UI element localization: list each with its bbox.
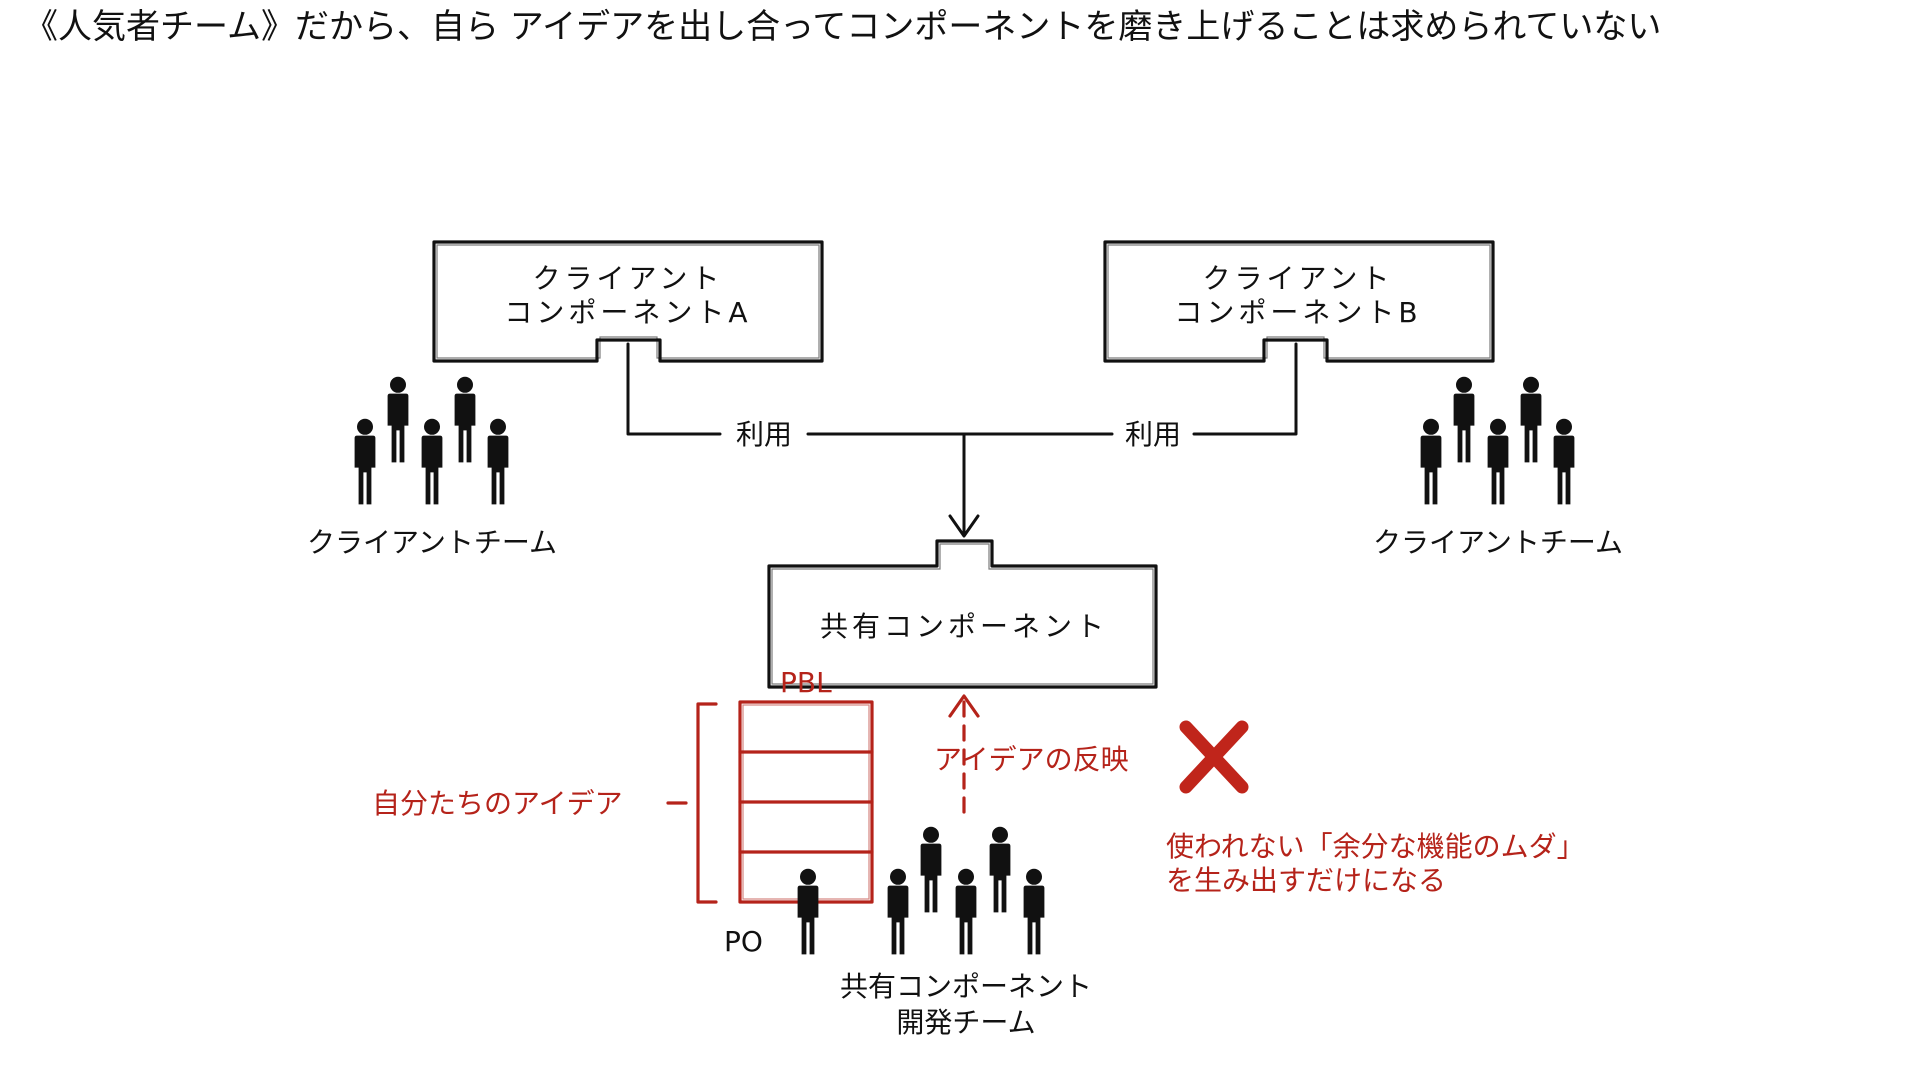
client-team-b-label: クライアントチーム	[1373, 526, 1623, 559]
shared-component-label: 共有コンポーネント	[820, 610, 1108, 643]
person-icon	[1453, 376, 1475, 463]
product-backlog: PBL	[738, 666, 874, 904]
person-icon	[1023, 868, 1045, 955]
client-team-b-people	[1420, 376, 1575, 505]
client-component-b-line2: コンポーネントB	[1174, 296, 1421, 329]
person-icon	[354, 418, 376, 505]
usage-label-left: 利用	[736, 418, 792, 451]
shared-team-line2: 開発チーム	[896, 1006, 1035, 1039]
person-icon	[1520, 376, 1542, 463]
product-owner-icon	[797, 868, 819, 955]
cross-mark-icon	[1179, 720, 1249, 794]
person-icon	[1420, 418, 1442, 505]
po-label: PO	[724, 925, 763, 958]
shared-team-line1: 共有コンポーネント	[840, 970, 1092, 1003]
page-headline: 《人気者チーム》だから、自ら アイデアを出し合ってコンポーネントを磨き上げること…	[24, 7, 1661, 47]
waste-note-line1: 使われない「余分な機能のムダ」	[1166, 830, 1585, 863]
shared-component-box: 共有コンポーネント	[767, 539, 1158, 689]
waste-note-line2: を生み出すだけになる	[1166, 864, 1446, 897]
client-component-b-box: クライアント コンポーネントB	[1103, 240, 1495, 363]
person-icon	[955, 868, 977, 955]
pbl-label: PBL	[780, 666, 832, 699]
shared-team-people	[887, 826, 1045, 955]
client-team-a-label: クライアントチーム	[307, 526, 557, 559]
client-component-b-line1: クライアント	[1203, 262, 1394, 295]
person-icon	[1487, 418, 1509, 505]
own-ideas-label: 自分たちのアイデア	[372, 787, 623, 820]
client-team-a-people	[354, 376, 509, 505]
usage-connectors: 利用 利用	[626, 342, 1298, 538]
idea-reflection-label: アイデアの反映	[934, 743, 1129, 776]
usage-label-right: 利用	[1125, 418, 1181, 451]
person-icon	[454, 376, 476, 463]
person-icon	[920, 826, 942, 913]
person-icon	[887, 868, 909, 955]
person-icon	[421, 418, 443, 505]
client-component-a-line1: クライアント	[533, 262, 724, 295]
person-icon	[387, 376, 409, 463]
idea-reflection-arrow: アイデアの反映	[934, 694, 1129, 814]
person-icon	[989, 826, 1011, 913]
person-icon	[1553, 418, 1575, 505]
person-icon	[487, 418, 509, 505]
client-component-a-line2: コンポーネントA	[504, 296, 751, 329]
client-component-a-box: クライアント コンポーネントA	[432, 240, 824, 363]
own-ideas-bracket: 自分たちのアイデア	[372, 702, 718, 904]
